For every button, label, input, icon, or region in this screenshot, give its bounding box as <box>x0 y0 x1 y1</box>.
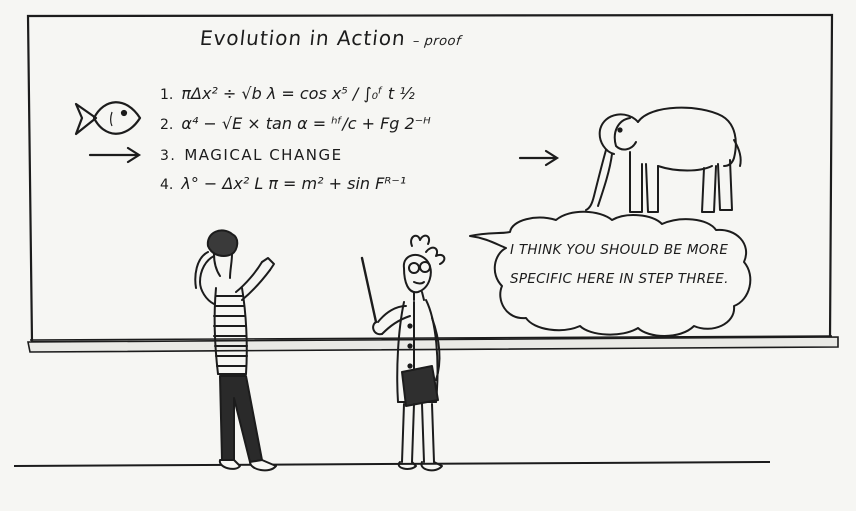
step-2-number: 2. <box>160 117 174 133</box>
step-1-number: 1. <box>160 87 174 103</box>
step-1-text: πΔx² ÷ √b λ = cos x⁵ / ∫₀ᶠ t ½ <box>181 84 415 103</box>
speech-bubble <box>469 210 752 337</box>
elephant-icon <box>585 106 742 213</box>
step-4: 4. λ° − Δx² L π = m² + sin Fᴿ⁻¹ <box>160 174 406 193</box>
step-2-text: α⁴ − √E × tan α = ʰᶠ/c + Fg 2⁻ᴴ <box>181 114 431 133</box>
floor-line <box>13 461 771 467</box>
board-title-main: Evolution in Action <box>198 26 408 50</box>
arrow-icon <box>88 146 142 164</box>
arrow-icon <box>518 149 560 167</box>
fish-icon <box>74 101 142 136</box>
step-1: 1. πΔx² ÷ √b λ = cos x⁵ / ∫₀ᶠ t ½ <box>160 84 415 103</box>
step-4-number: 4. <box>160 177 174 193</box>
board-title-suffix: – proof <box>412 34 462 49</box>
student-figure <box>194 229 277 472</box>
step-2: 2. α⁴ − √E × tan α = ʰᶠ/c + Fg 2⁻ᴴ <box>160 114 431 133</box>
step-4-text: λ° − Δx² L π = m² + sin Fᴿ⁻¹ <box>181 174 407 193</box>
step-3-text: MAGICAL CHANGE <box>184 146 343 164</box>
step-3: 3. MAGICAL CHANGE <box>160 146 343 164</box>
speech-bubble-text: I THINK YOU SHOULD BE MORE SPECIFIC HERE… <box>510 242 729 287</box>
step-3-number: 3. <box>160 148 177 164</box>
professor-figure <box>360 234 446 472</box>
board-title: Evolution in Action – proof <box>199 26 463 50</box>
chalkboard <box>26 13 839 353</box>
